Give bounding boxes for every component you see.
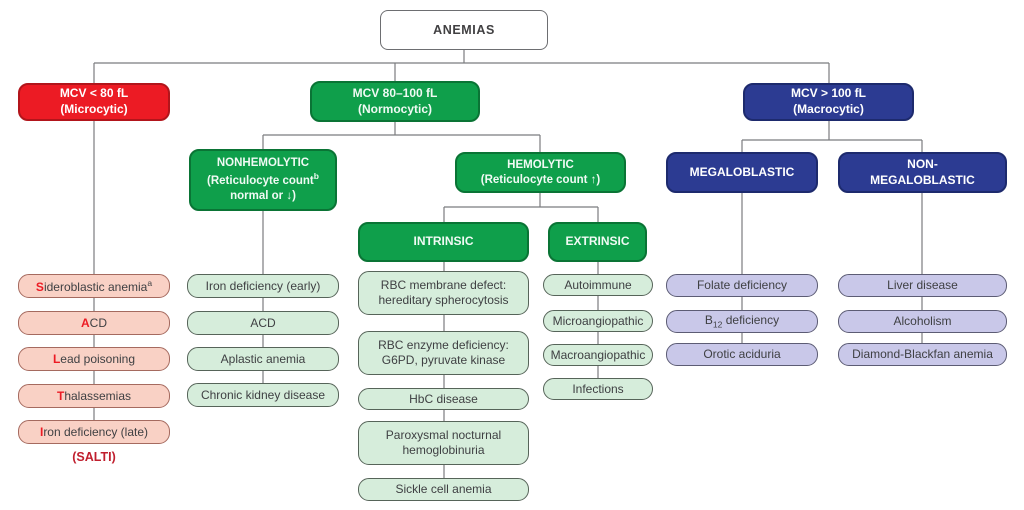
leaf-text-rest: ron deficiency (late) xyxy=(43,424,149,439)
node-nonhemolytic-line2: (Reticulocyte countb xyxy=(207,171,319,189)
leaf-text: Sideroblastic anemiaa xyxy=(36,278,152,295)
leaf-text-line1: RBC membrane defect: xyxy=(380,278,507,292)
leaf-sickle-cell-anemia: Sickle cell anemia xyxy=(358,478,529,501)
leaf-text: ACD xyxy=(250,315,276,330)
leaf-text: Alcoholism xyxy=(893,314,952,328)
leaf-text: Thalassemias xyxy=(57,389,131,404)
node-microcytic-line2: (Microcytic) xyxy=(60,102,128,116)
leaf-text-rest: ideroblastic anemia xyxy=(43,279,148,294)
leaf-text: HbC disease xyxy=(409,391,478,406)
leaf-acd-normocytic: ACD xyxy=(187,311,339,335)
leaf-text: Aplastic anemia xyxy=(220,351,306,366)
leaf-text: Autoimmune xyxy=(564,277,632,292)
node-normocytic: MCV 80–100 fL (Normocytic) xyxy=(310,81,480,122)
leaf-infections: Infections xyxy=(543,378,653,400)
leaf-autoimmune: Autoimmune xyxy=(543,274,653,296)
leaf-liver-disease: Liver disease xyxy=(838,274,1007,297)
leaf-aplastic-anemia: Aplastic anemia xyxy=(187,347,339,371)
leaf-microangiopathic: Microangiopathic xyxy=(543,310,653,332)
leaf-text-rest: CD xyxy=(89,315,107,330)
node-normocytic-line1: MCV 80–100 fL xyxy=(352,85,438,100)
node-microcytic-line1: MCV < 80 fL xyxy=(59,86,129,101)
node-extrinsic-label: EXTRINSIC xyxy=(565,234,630,249)
node-nonhemolytic-line3: normal or ↓) xyxy=(230,189,296,202)
node-macrocytic: MCV > 100 fL (Macrocytic) xyxy=(743,83,914,121)
mnemonic-letter: L xyxy=(52,351,61,366)
leaf-orotic-aciduria: Orotic aciduria xyxy=(666,343,818,366)
footnote-b-marker: b xyxy=(313,171,319,182)
mnemonic-letter: A xyxy=(80,315,90,330)
leaf-text-line1: Paroxysmal nocturnal xyxy=(385,428,502,442)
mnemonic-letter: T xyxy=(56,388,65,403)
leaf-macroangiopathic: Macroangiopathic xyxy=(543,344,653,366)
leaf-thalassemias: Thalassemias xyxy=(18,384,170,408)
leaf-text-rest: halassemias xyxy=(64,388,132,403)
leaf-lead-poisoning: Lead poisoning xyxy=(18,347,170,371)
node-megaloblastic-label: MEGALOBLASTIC xyxy=(689,164,795,179)
node-non-megaloblastic: NON- MEGALOBLASTIC xyxy=(838,152,1007,193)
node-macrocytic-line2: (Macrocytic) xyxy=(793,102,864,116)
leaf-sideroblastic-anemia: Sideroblastic anemiaa xyxy=(18,274,170,298)
leaf-text: Folate deficiency xyxy=(696,278,788,292)
leaf-text: Chronic kidney disease xyxy=(200,387,326,402)
node-non-megaloblastic-line1: NON- xyxy=(907,156,938,171)
leaf-text: Liver disease xyxy=(887,278,958,292)
leaf-text-line1: RBC enzyme deficiency: xyxy=(378,338,509,352)
leaf-paroxysmal-nocturnal-hemoglobinuria: Paroxysmal nocturnal hemoglobinuria xyxy=(358,421,529,465)
leaf-alcoholism: Alcoholism xyxy=(838,310,1007,333)
leaf-text: Diamond-Blackfan anemia xyxy=(852,347,993,361)
leaf-acd-microcytic: ACD xyxy=(18,311,170,335)
leaf-diamond-blackfan-anemia: Diamond-Blackfan anemia xyxy=(838,343,1007,366)
node-megaloblastic: MEGALOBLASTIC xyxy=(666,152,818,193)
node-anemias-label: ANEMIAS xyxy=(433,22,495,37)
leaf-text: Lead poisoning xyxy=(53,352,135,367)
node-normocytic-line2: (Normocytic) xyxy=(357,101,432,116)
mnemonic-salti: (SALTI) xyxy=(72,450,116,464)
leaf-text: Iron deficiency (late) xyxy=(40,425,148,440)
leaf-folate-deficiency: Folate deficiency xyxy=(666,274,818,297)
node-intrinsic: INTRINSIC xyxy=(358,222,529,262)
leaf-iron-deficiency-late: Iron deficiency (late) xyxy=(18,420,170,444)
leaf-text: Orotic aciduria xyxy=(703,347,781,361)
node-hemolytic: HEMOLYTIC (Reticulocyte count ↑) xyxy=(455,152,626,193)
node-anemias: ANEMIAS xyxy=(380,10,548,50)
leaf-iron-deficiency-early: Iron deficiency (early) xyxy=(187,274,339,298)
node-nonhemolytic-line2-text: (Reticulocyte count xyxy=(207,174,314,187)
leaf-text-line2: G6PD, pyruvate kinase xyxy=(381,353,506,367)
node-non-megaloblastic-line2: MEGALOBLASTIC xyxy=(870,172,975,187)
node-microcytic: MCV < 80 fL (Microcytic) xyxy=(18,83,170,121)
node-hemolytic-line1: HEMOLYTIC xyxy=(507,158,574,171)
node-intrinsic-label: INTRINSIC xyxy=(413,234,474,249)
leaf-text-rest: ead poisoning xyxy=(60,351,136,366)
node-nonhemolytic: NONHEMOLYTIC (Reticulocyte countb normal… xyxy=(189,149,337,211)
leaf-text: Sickle cell anemia xyxy=(395,482,492,496)
leaf-text: Infections xyxy=(572,381,624,396)
leaf-rbc-enzyme-deficiency: RBC enzyme deficiency: G6PD, pyruvate ki… xyxy=(358,331,529,375)
leaf-b12-deficiency: B12 deficiency xyxy=(666,310,818,333)
node-nonhemolytic-line1: NONHEMOLYTIC xyxy=(216,157,310,170)
mnemonic-letter: S xyxy=(35,279,44,294)
leaf-text-line2: hemoglobinuria xyxy=(402,443,485,457)
leaf-text: B12 deficiency xyxy=(705,313,779,330)
leaf-rbc-membrane-defect: RBC membrane defect: hereditary spherocy… xyxy=(358,271,529,315)
leaf-text: Iron deficiency (early) xyxy=(205,278,321,293)
leaf-text: Macroangiopathic xyxy=(550,347,646,362)
footnote-a-marker: a xyxy=(147,277,153,288)
b12-subscript: 12 xyxy=(712,319,723,330)
leaf-text-line2: hereditary spherocytosis xyxy=(378,293,509,307)
leaf-hbc-disease: HbC disease xyxy=(358,388,529,410)
b12-post: deficiency xyxy=(722,312,780,327)
leaf-text: ACD xyxy=(81,316,107,331)
mnemonic-letter: I xyxy=(39,424,44,439)
node-macrocytic-line1: MCV > 100 fL xyxy=(790,86,867,101)
node-hemolytic-line2: (Reticulocyte count ↑) xyxy=(480,173,601,186)
leaf-chronic-kidney-disease: Chronic kidney disease xyxy=(187,383,339,407)
node-extrinsic: EXTRINSIC xyxy=(548,222,647,262)
b12-pre: B xyxy=(704,312,713,327)
leaf-text: Microangiopathic xyxy=(552,313,644,328)
